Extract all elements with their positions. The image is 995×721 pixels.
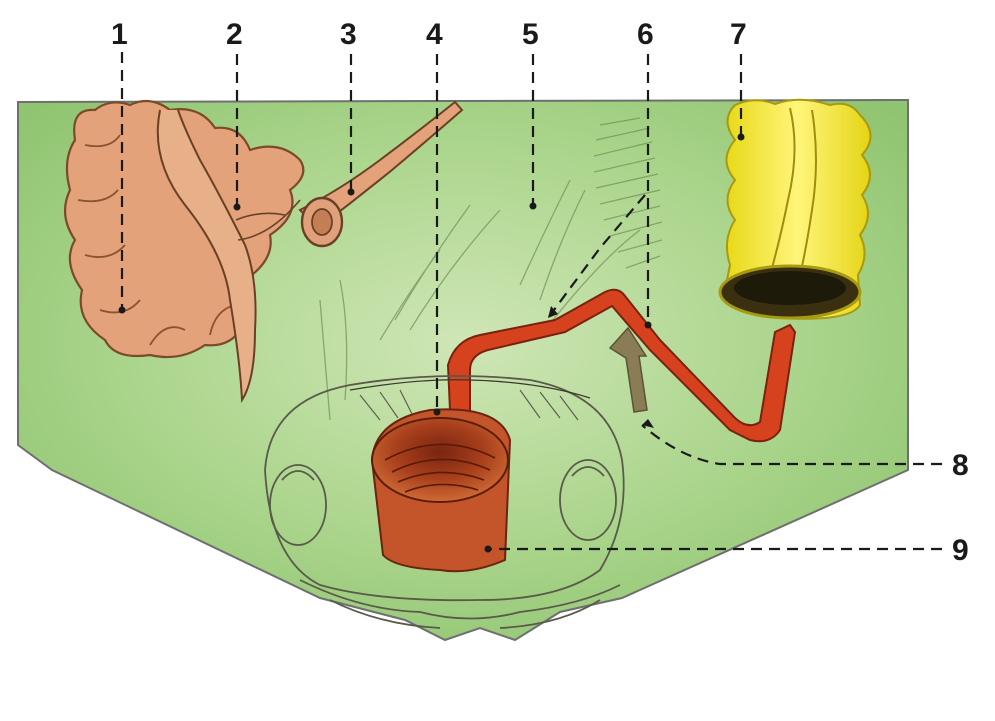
label-8: 8 <box>952 449 969 482</box>
label-3: 3 <box>340 18 357 51</box>
label-2: 2 <box>226 18 243 51</box>
label-5: 5 <box>522 18 539 51</box>
label-7: 7 <box>730 18 747 51</box>
yellow-organ <box>720 100 871 319</box>
label-9: 9 <box>952 534 969 567</box>
label-4: 4 <box>426 18 443 51</box>
label-1: 1 <box>111 18 128 51</box>
label-6: 6 <box>637 18 654 51</box>
